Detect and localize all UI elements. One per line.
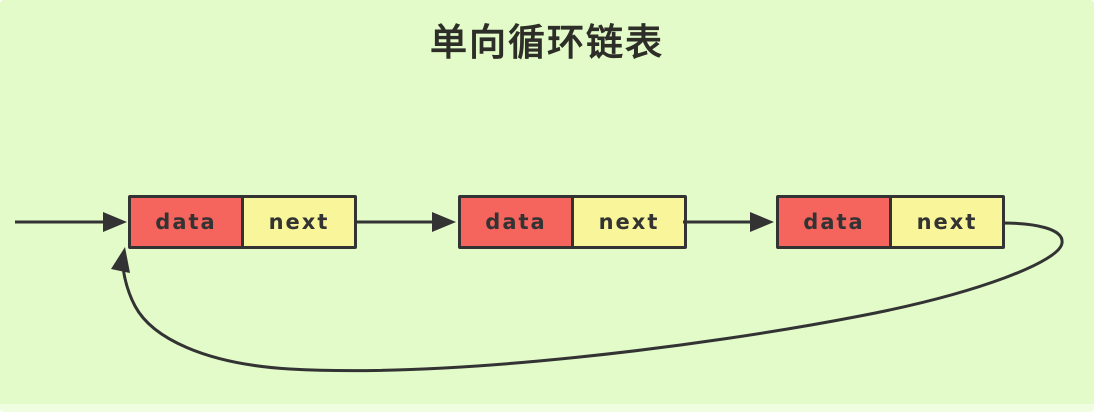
- linked-list-node-2: data next: [458, 195, 687, 249]
- node3-next-cell: next: [892, 198, 1002, 246]
- diagram-title: 单向循环链表: [430, 21, 664, 64]
- linked-list-node-1: data next: [128, 195, 357, 249]
- node2-next-cell: next: [574, 198, 684, 246]
- circular-return-arrow-head-icon: [111, 247, 130, 273]
- head-entry-arrow-head-icon: [103, 212, 127, 232]
- node1-next-cell: next: [244, 198, 354, 246]
- card-bottom-edge: [0, 404, 1094, 412]
- node1-to-node2-arrow-head-icon: [432, 212, 456, 232]
- node2-data-cell: data: [461, 198, 574, 246]
- node2-to-node3-arrow-head-icon: [750, 212, 774, 232]
- node1-data-cell: data: [131, 198, 244, 246]
- linked-list-node-3: data next: [776, 195, 1005, 249]
- node3-data-cell: data: [779, 198, 892, 246]
